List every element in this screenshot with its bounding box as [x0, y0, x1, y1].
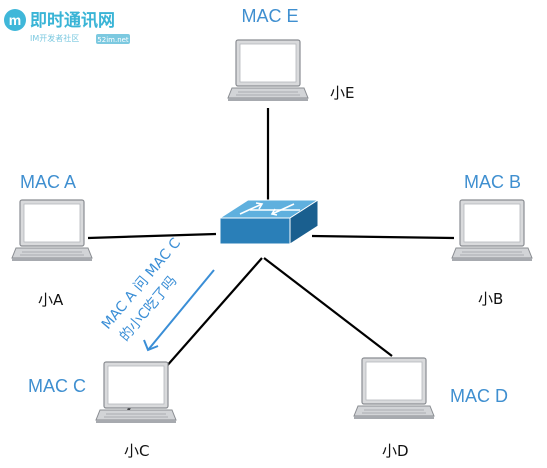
- logo-icon: [4, 9, 26, 31]
- user-d-label: 小D: [382, 442, 409, 460]
- user-e-label: 小E: [330, 84, 354, 102]
- mac-e-label: MAC E: [241, 6, 298, 26]
- network-switch-icon: [218, 199, 320, 245]
- mac-d-label: MAC D: [450, 386, 508, 406]
- watermark-logo: m 即时通讯网 IM开发者社区 52im.net: [4, 9, 130, 44]
- logo-tagline: IM开发者社区: [30, 33, 79, 43]
- user-a-label: 小A: [38, 291, 64, 309]
- broadcast-arrowhead-icon: [143, 339, 159, 352]
- link-d: [263, 257, 393, 357]
- mac-a-label: MAC A: [20, 172, 76, 192]
- logo-url: 52im.net: [97, 36, 129, 44]
- laptop-mac-b-icon: [451, 199, 533, 262]
- mac-c-label: MAC C: [28, 376, 86, 396]
- laptop-mac-c-icon: [95, 361, 177, 424]
- connections: [87, 108, 455, 411]
- link-b: [311, 234, 455, 240]
- logo-name: 即时通讯网: [30, 11, 115, 31]
- broadcast-arrow: [147, 269, 215, 351]
- laptop-mac-e-icon: [227, 39, 309, 102]
- laptop-mac-d-icon: [353, 357, 435, 420]
- logo-icon-letter: m: [9, 12, 21, 28]
- laptop-mac-a-icon: [11, 199, 93, 262]
- user-c-label: 小C: [124, 442, 149, 460]
- user-b-label: 小B: [478, 290, 503, 308]
- logo-url-badge: [96, 34, 130, 44]
- link-a: [87, 232, 217, 240]
- mac-b-label: MAC B: [464, 172, 521, 192]
